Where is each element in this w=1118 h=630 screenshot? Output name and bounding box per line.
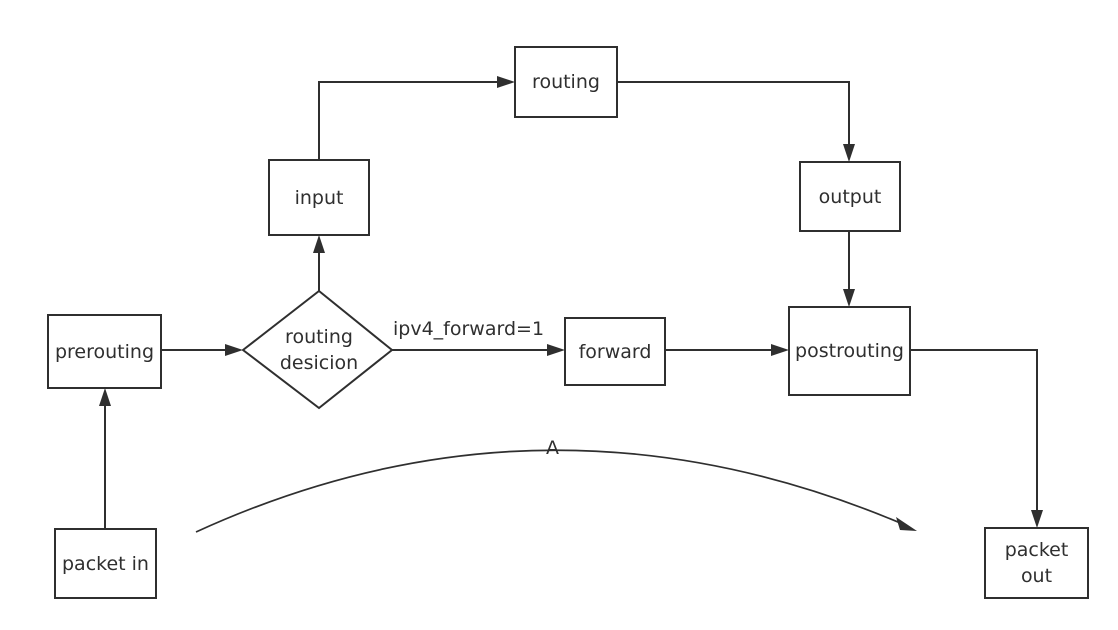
node-packet-out-shape[interactable] xyxy=(984,527,1089,599)
edge-decision-to-forward xyxy=(392,344,565,356)
arrowhead-icon xyxy=(497,76,515,88)
edge-decision-to-input xyxy=(313,235,325,291)
arrowhead-icon xyxy=(1031,510,1043,528)
node-routing-decision-shape[interactable] xyxy=(241,289,394,410)
arrowhead-icon xyxy=(843,144,855,162)
edge-packet-in-to-prerouting xyxy=(99,388,111,529)
node-forward-shape[interactable] xyxy=(564,317,666,386)
edge-prerouting-to-decision xyxy=(161,344,243,356)
edge-forward-to-postrouting xyxy=(665,344,789,356)
arrowhead-icon xyxy=(896,517,917,531)
node-postrouting-shape[interactable] xyxy=(788,306,911,396)
node-prerouting-shape[interactable] xyxy=(47,314,162,389)
edge-output-to-postrouting xyxy=(843,231,855,307)
arrowhead-icon xyxy=(771,344,789,356)
edge-label-ipv4-forward: ipv4_forward=1 xyxy=(393,318,545,340)
edge-label-curve-a: A xyxy=(546,437,559,459)
arrowhead-icon xyxy=(547,344,565,356)
arrowhead-icon xyxy=(225,344,243,356)
node-output-shape[interactable] xyxy=(799,161,901,232)
node-routing-shape[interactable] xyxy=(514,46,618,118)
edge-curve-a xyxy=(195,449,917,533)
edge-routing-to-output xyxy=(617,81,855,162)
node-packet-in-shape[interactable] xyxy=(54,528,157,599)
arrowhead-icon xyxy=(313,235,325,253)
edge-input-to-routing xyxy=(318,76,515,160)
arrowhead-icon xyxy=(99,388,111,406)
arrowhead-icon xyxy=(843,289,855,307)
node-input-shape[interactable] xyxy=(268,159,370,236)
edge-postrouting-to-packet-out xyxy=(910,349,1043,528)
